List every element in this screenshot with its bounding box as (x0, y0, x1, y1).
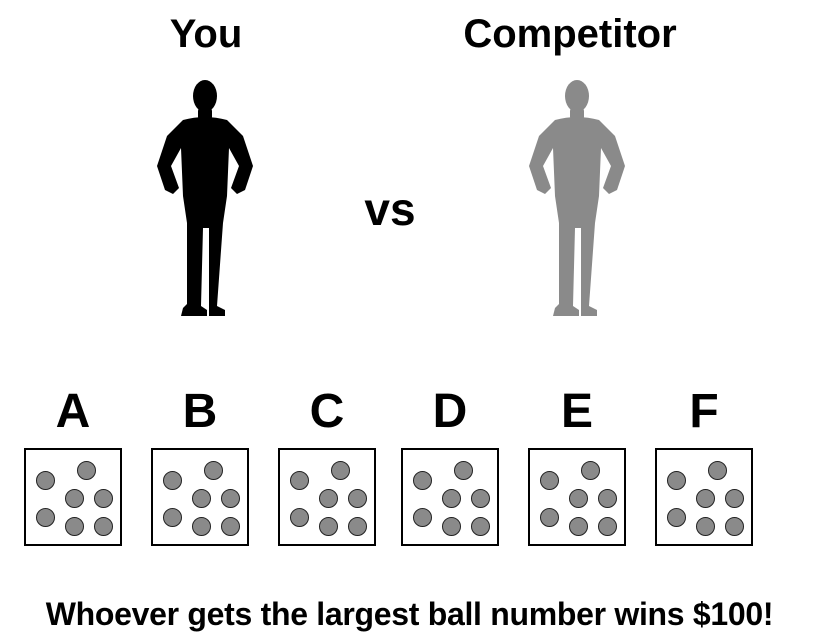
box-letter-d: D (432, 385, 468, 438)
box-d (401, 448, 499, 546)
box-letter-b: B (182, 385, 218, 438)
person-silhouette-you-icon (157, 80, 253, 316)
ball-icon (413, 508, 432, 527)
footer-caption: Whoever gets the largest ball number win… (45, 596, 774, 632)
box-letter-c: C (309, 385, 345, 438)
ball-icon (192, 517, 211, 536)
ball-icon (221, 517, 240, 536)
ball-icon (569, 517, 588, 536)
ball-icon (36, 508, 55, 527)
ball-icon (163, 508, 182, 527)
ball-icon (413, 471, 432, 490)
ball-icon (708, 461, 727, 480)
ball-icon (290, 471, 309, 490)
ball-icon (696, 489, 715, 508)
ball-icon (569, 489, 588, 508)
ball-icon (94, 517, 113, 536)
ball-icon (442, 489, 461, 508)
box-b (151, 448, 249, 546)
ball-icon (540, 471, 559, 490)
ball-icon (77, 461, 96, 480)
ball-icon (290, 508, 309, 527)
ball-icon (319, 517, 338, 536)
ball-icon (65, 517, 84, 536)
ball-icon (348, 489, 367, 508)
box-c (278, 448, 376, 546)
ball-icon (540, 508, 559, 527)
player-label-competitor: Competitor (463, 12, 677, 56)
ball-icon (471, 489, 490, 508)
person-silhouette-competitor-icon (529, 80, 625, 316)
ball-icon (442, 517, 461, 536)
ball-icon (65, 489, 84, 508)
player-label-you: You (169, 12, 243, 56)
ball-icon (348, 517, 367, 536)
ball-icon (454, 461, 473, 480)
ball-icon (319, 489, 338, 508)
ball-icon (581, 461, 600, 480)
ball-icon (696, 517, 715, 536)
ball-icon (725, 489, 744, 508)
ball-icon (36, 471, 55, 490)
ball-icon (471, 517, 490, 536)
ball-icon (204, 461, 223, 480)
ball-icon (598, 517, 617, 536)
ball-icon (163, 471, 182, 490)
versus-label: vs (364, 183, 416, 235)
ball-icon (598, 489, 617, 508)
ball-icon (331, 461, 350, 480)
ball-icon (725, 517, 744, 536)
box-a (24, 448, 122, 546)
ball-icon (667, 508, 686, 527)
box-letter-f: F (689, 385, 719, 438)
ball-icon (667, 471, 686, 490)
ball-icon (192, 489, 211, 508)
ball-icon (94, 489, 113, 508)
box-letter-e: E (560, 385, 593, 438)
ball-icon (221, 489, 240, 508)
box-letter-a: A (55, 385, 91, 438)
box-e (528, 448, 626, 546)
box-f (655, 448, 753, 546)
